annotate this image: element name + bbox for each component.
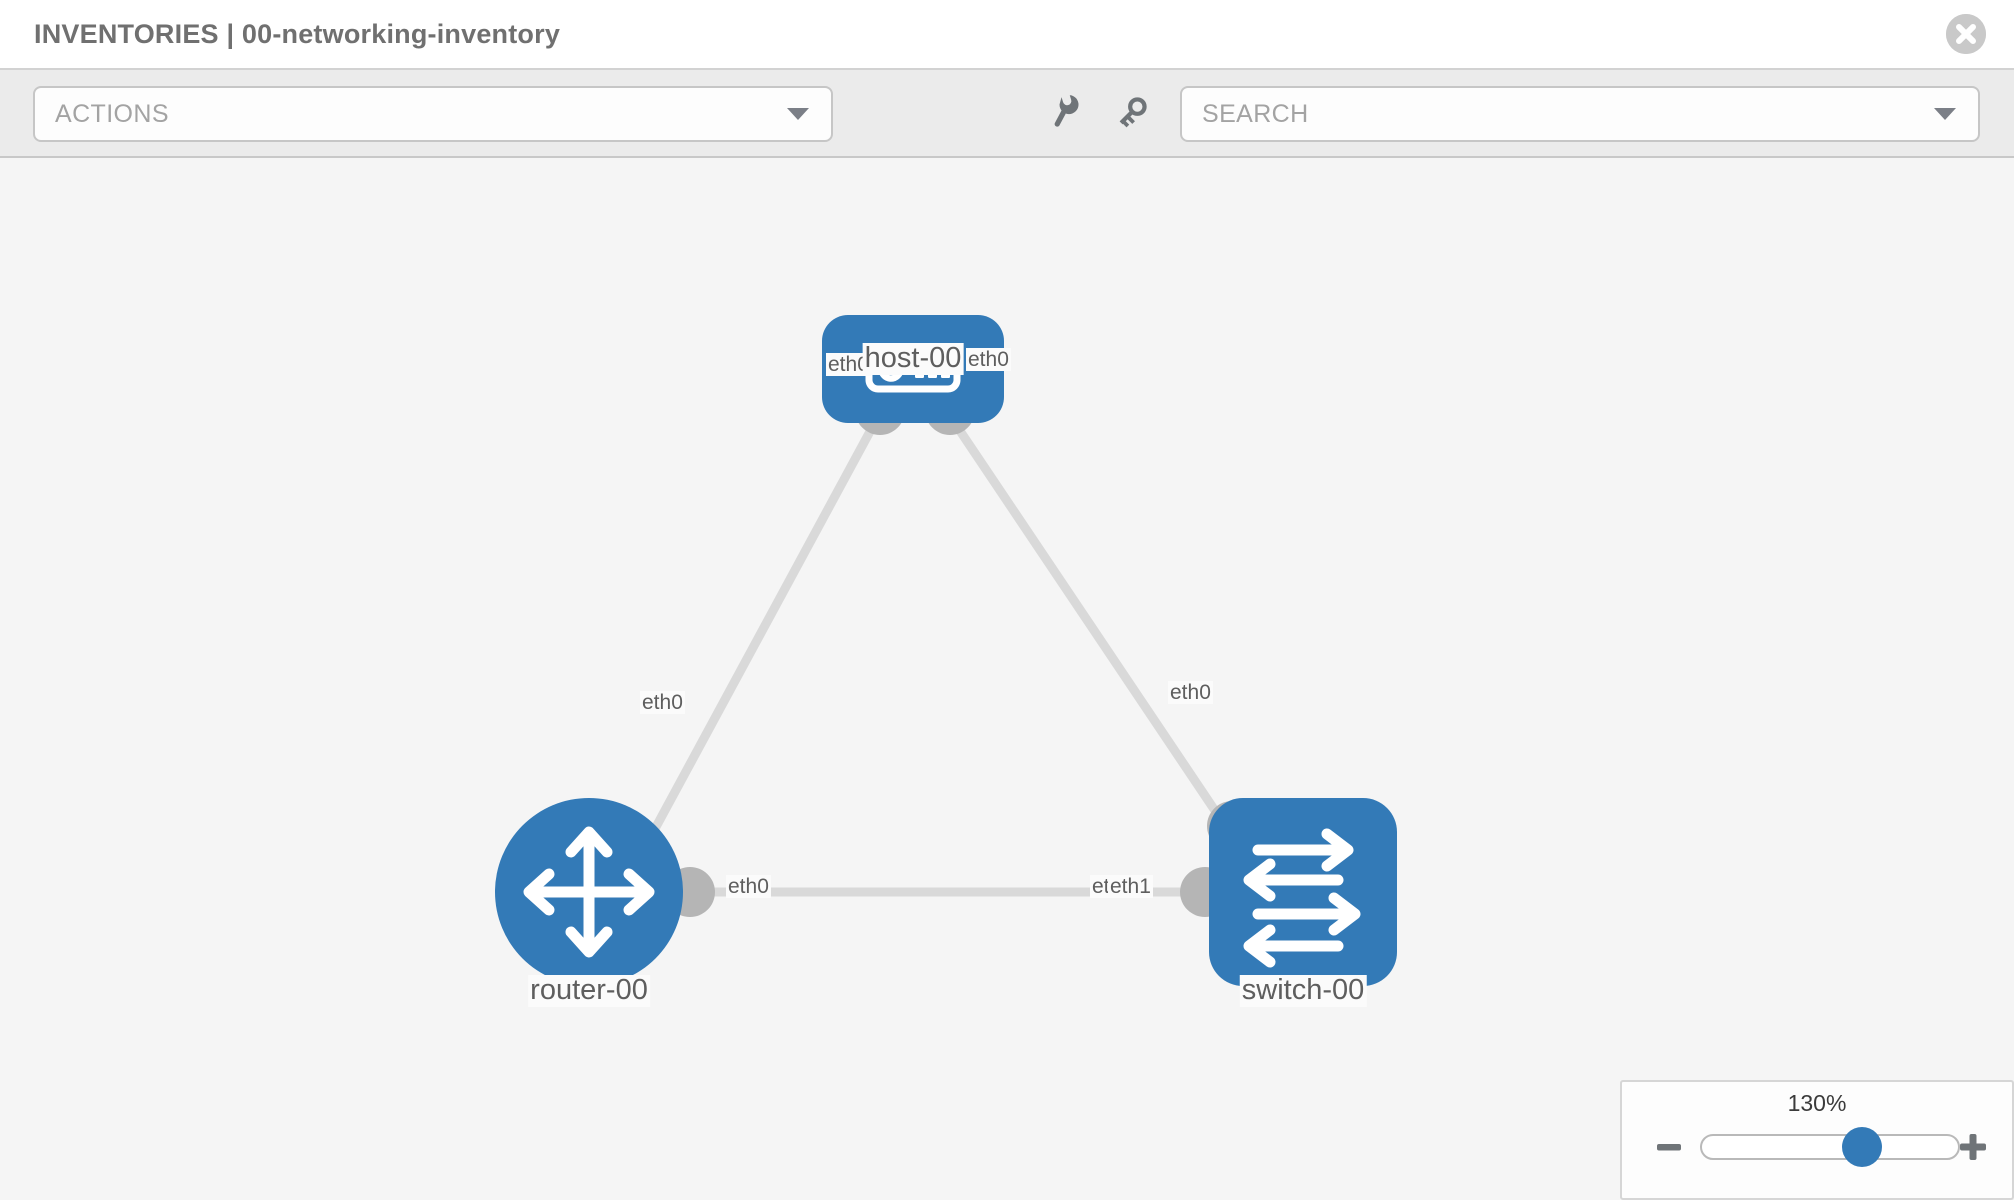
- zoom-slider-thumb[interactable]: [1842, 1127, 1882, 1167]
- toolbar: ACTIONS SEARCH: [0, 68, 2014, 158]
- zoom-slider[interactable]: [1700, 1127, 1960, 1167]
- iface-label-router-switch-target[interactable]: eth1: [1108, 875, 1153, 899]
- node-label-host-00[interactable]: host-00: [862, 342, 964, 375]
- search-placeholder: SEARCH: [1202, 99, 1309, 128]
- iface-label-host-switch-source[interactable]: eth0: [966, 348, 1011, 372]
- chevron-down-icon: [787, 108, 809, 120]
- wrench-button[interactable]: [1040, 90, 1086, 136]
- zoom-level-value: 130%: [1787, 1090, 1847, 1116]
- node-switch-00[interactable]: [1209, 798, 1397, 986]
- plus-icon: [1960, 1134, 1986, 1160]
- link-host-router[interactable]: [646, 410, 884, 841]
- iface-label-host-switch-target[interactable]: eth0: [1168, 681, 1213, 705]
- node-label-switch-00[interactable]: switch-00: [1239, 974, 1367, 1007]
- iface-label-router-switch-source[interactable]: eth0: [726, 875, 771, 899]
- search-input[interactable]: SEARCH: [1180, 86, 1980, 142]
- node-label-router-00[interactable]: router-00: [528, 974, 650, 1007]
- topology-svg: [495, 315, 1397, 986]
- link-host-switch[interactable]: [944, 410, 1232, 833]
- router-arrows-icon: [523, 826, 655, 958]
- node-router-00[interactable]: [495, 798, 683, 986]
- topology-canvas[interactable]: eth0 eth0 eth0 eth0 eth0 eth1 eth1 host-…: [0, 158, 2014, 1200]
- links-layer: [646, 410, 1232, 897]
- search-chevron-down-icon[interactable]: [1934, 108, 1956, 120]
- zoom-out-button[interactable]: [1652, 1130, 1686, 1164]
- page-title: INVENTORIES | 00-networking-inventory: [34, 18, 561, 49]
- switch-arrows-icon: [1243, 828, 1361, 968]
- zoom-control-panel: 130%: [1620, 1080, 2014, 1200]
- key-icon: [1119, 97, 1147, 128]
- actions-dropdown-label: ACTIONS: [55, 99, 169, 128]
- minus-icon: [1657, 1144, 1681, 1151]
- wrench-icon: [1054, 94, 1079, 127]
- zoom-in-button[interactable]: [1956, 1130, 1990, 1164]
- title-bar: INVENTORIES | 00-networking-inventory: [0, 0, 2014, 68]
- iface-label-host-router-target[interactable]: eth0: [640, 691, 685, 715]
- close-circle-icon: [1946, 14, 1986, 54]
- actions-dropdown[interactable]: ACTIONS: [33, 86, 833, 142]
- iface-label-host-router-source[interactable]: eth0: [826, 353, 871, 377]
- key-button[interactable]: [1108, 90, 1154, 136]
- close-button[interactable]: [1946, 14, 1986, 54]
